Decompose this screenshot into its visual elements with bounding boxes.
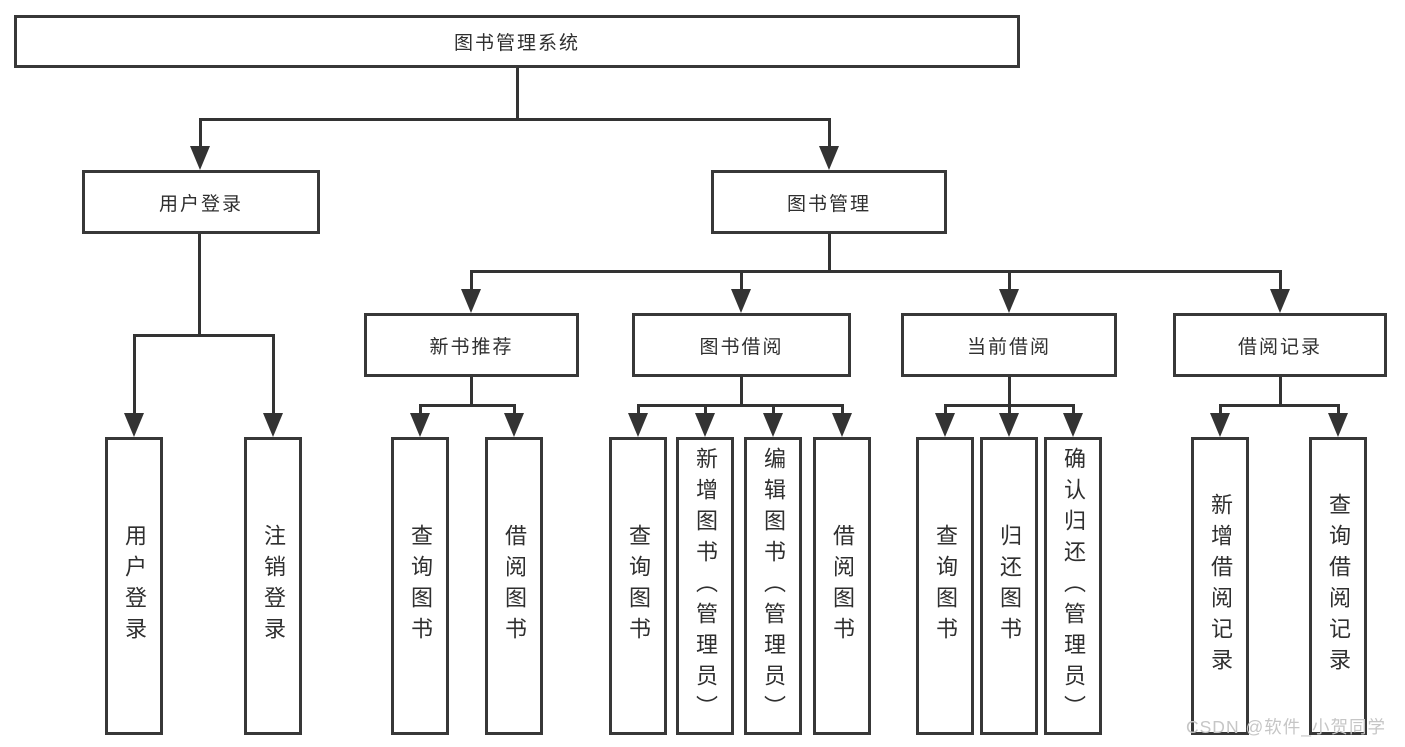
connector-line [133,334,136,414]
arrow-down-icon [628,413,648,437]
connector-line [1008,377,1011,406]
connector-line [841,404,844,415]
leaf-label: 确认归还（管理员） [1061,446,1086,726]
arrow-down-icon [731,289,751,313]
connector-line [1008,404,1011,415]
connector-line [828,234,831,273]
arrow-down-icon [819,146,839,170]
node-book-borrow: 图书借阅 [632,313,851,377]
connector-line [828,118,831,148]
arrow-down-icon [1063,413,1083,437]
arrow-down-icon [999,413,1019,437]
connector-line [198,234,201,336]
node-new-book-recommend: 新书推荐 [364,313,579,377]
connector-line [470,270,473,291]
leaf-label: 新增借阅记录 [1208,493,1233,679]
arrow-down-icon [263,413,283,437]
leaf-label: 查询图书 [626,524,651,648]
node-book-management: 图书管理 [711,170,947,234]
connector-line [1219,404,1340,407]
arrow-down-icon [695,413,715,437]
leaf-add-books-admin: 新增图书（管理员） [676,437,734,735]
leaf-borrow-books: 借阅图书 [813,437,871,735]
connector-line [740,270,743,291]
connector-line [1279,377,1282,406]
connector-line [272,334,275,414]
leaf-label: 查询借阅记录 [1326,493,1351,679]
connector-line [637,404,844,407]
leaf-user-login: 用户登录 [105,437,163,735]
leaf-label: 查询图书 [408,524,433,648]
connector-line [1072,404,1075,415]
leaf-label: 借阅图书 [502,524,527,648]
leaf-label: 查询图书 [933,524,958,648]
connector-line [133,334,275,337]
leaf-query-books-recommend: 查询图书 [391,437,449,735]
arrow-down-icon [504,413,524,437]
arrow-down-icon [1210,413,1230,437]
leaf-label: 新增图书（管理员） [693,446,718,726]
connector-line [513,404,516,415]
connector-line [1279,270,1282,291]
leaf-label: 归还图书 [997,524,1022,648]
node-root-system: 图书管理系统 [14,15,1020,68]
csdn-watermark: CSDN @软件_小贺同学 [1186,717,1386,737]
connector-line [944,404,947,415]
leaf-label: 注销登录 [261,524,286,648]
arrow-down-icon [124,413,144,437]
leaf-confirm-return-admin: 确认归还（管理员） [1044,437,1102,735]
leaf-query-books-current: 查询图书 [916,437,974,735]
connector-line [1008,270,1011,291]
leaf-return-books: 归还图书 [980,437,1038,735]
connector-line [470,377,473,406]
arrow-down-icon [763,413,783,437]
connector-line [516,68,519,120]
arrow-down-icon [410,413,430,437]
leaf-logout: 注销登录 [244,437,302,735]
leaf-query-borrow-record: 查询借阅记录 [1309,437,1367,735]
leaf-label: 借阅图书 [830,524,855,648]
connector-line [419,404,422,415]
node-current-borrow: 当前借阅 [901,313,1117,377]
arrow-down-icon [935,413,955,437]
connector-line [199,118,202,148]
leaf-label: 编辑图书（管理员） [761,446,786,726]
connector-line [740,377,743,406]
node-user-login: 用户登录 [82,170,320,234]
arrow-down-icon [461,289,481,313]
arrow-down-icon [999,289,1019,313]
connector-line [199,118,831,121]
connector-line [772,404,775,415]
leaf-edit-books-admin: 编辑图书（管理员） [744,437,802,735]
leaf-query-books-borrow: 查询图书 [609,437,667,735]
connector-line [470,270,1281,273]
arrow-down-icon [1270,289,1290,313]
connector-line [1337,404,1340,415]
leaf-borrow-books-recommend: 借阅图书 [485,437,543,735]
connector-line [1219,404,1222,415]
arrow-down-icon [190,146,210,170]
connector-line [419,404,516,407]
connector-line [704,404,707,415]
leaf-label: 用户登录 [122,524,147,648]
arrow-down-icon [832,413,852,437]
node-borrow-records: 借阅记录 [1173,313,1387,377]
arrow-down-icon [1328,413,1348,437]
connector-line [637,404,640,415]
leaf-add-borrow-record: 新增借阅记录 [1191,437,1249,735]
